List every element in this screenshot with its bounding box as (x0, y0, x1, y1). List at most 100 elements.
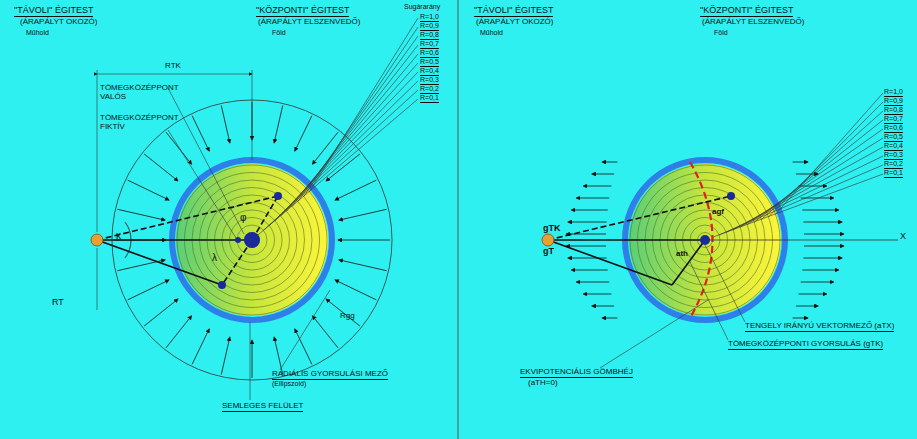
label: Sugárarány (404, 3, 440, 11)
stroke (801, 282, 834, 283)
label: ath (676, 250, 688, 259)
stroke (338, 240, 390, 241)
stroke (252, 340, 253, 378)
stroke (804, 234, 844, 235)
label: Föld (714, 29, 728, 37)
stroke (803, 222, 842, 223)
label: (ÁRAPÁLYT OKOZÓ) (476, 18, 554, 27)
label: "TÁVOLI" ÉGITEST (474, 6, 553, 17)
stroke (166, 316, 192, 348)
stroke (804, 246, 844, 247)
stroke (566, 234, 606, 235)
label: Műhold (480, 29, 503, 37)
label: (aTH=0) (528, 379, 558, 388)
label: X (900, 232, 906, 242)
stroke (263, 90, 418, 230)
stroke (793, 162, 808, 163)
stroke (592, 174, 614, 175)
stroke (312, 316, 338, 348)
stroke (571, 270, 607, 271)
label: R=0,1 (884, 169, 903, 178)
stroke (592, 306, 614, 307)
stroke (754, 120, 883, 222)
stroke (566, 246, 606, 247)
label: R=0,6 (884, 124, 903, 133)
stroke (602, 162, 617, 163)
stroke (576, 282, 609, 283)
stroke (335, 280, 376, 300)
label: R=1,0 (884, 88, 903, 97)
label: EKVIPOTENCIÁLIS GÖMBHÉJ (520, 368, 633, 378)
label: (ÁRAPÁLYT OKOZÓ) (20, 18, 98, 27)
stroke (726, 156, 883, 232)
stroke (221, 337, 230, 374)
label: R=0,6 (420, 49, 439, 58)
label: λ (212, 252, 217, 263)
stroke (128, 180, 169, 200)
stroke (796, 306, 818, 307)
label: φ (240, 212, 246, 223)
label: (Ellipszoid) (272, 380, 306, 388)
stroke (117, 209, 165, 220)
label: R=0,3 (420, 76, 439, 85)
stroke (761, 111, 883, 219)
label: TÖMEGKÖZÉPPONT FIKTÍV (100, 114, 180, 132)
label: R=0,5 (420, 58, 439, 67)
stroke (339, 260, 387, 271)
label: TÖMEGKÖZÉPPONTI GYORSULÁS (gTK) (728, 340, 883, 350)
label: (ÁRAPÁLYT ELSZENVEDŐ) (702, 18, 804, 27)
stroke (144, 299, 178, 326)
label: R=0,4 (884, 142, 903, 151)
label: gTK (543, 224, 561, 234)
stroke (221, 105, 230, 142)
label: Műhold (26, 29, 49, 37)
stroke (326, 299, 360, 326)
label: Föld (272, 29, 286, 37)
stroke (144, 154, 178, 181)
label: R=0,8 (420, 31, 439, 40)
stroke (192, 116, 209, 151)
stroke (166, 132, 192, 164)
label: R=0,2 (884, 160, 903, 169)
stroke (274, 337, 283, 374)
stroke (335, 180, 376, 200)
label: R=0,9 (420, 22, 439, 31)
stroke (583, 186, 611, 187)
label: RT (52, 298, 64, 308)
label: Rgg (340, 312, 355, 321)
label: RADIÁLIS GYORSULÁSI MEZŐ (272, 370, 388, 380)
label: R=0,8 (884, 106, 903, 115)
label: R=0,5 (884, 133, 903, 142)
stroke (793, 318, 808, 319)
stroke (802, 270, 838, 271)
stroke (295, 116, 312, 151)
stroke (192, 329, 209, 364)
label: κ (116, 230, 121, 241)
stroke (576, 198, 609, 199)
ring (245, 233, 260, 248)
label: "TÁVOLI" ÉGITEST (14, 6, 93, 17)
label: R=0,7 (420, 40, 439, 49)
label: "KÖZPONTI" ÉGITEST (256, 6, 349, 17)
stroke (275, 72, 418, 221)
stroke (602, 318, 617, 319)
label: "KÖZPONTI" ÉGITEST (700, 6, 793, 17)
label: R=0,7 (884, 115, 903, 124)
stroke (571, 210, 607, 211)
stroke (719, 165, 883, 235)
label: R=0,9 (884, 97, 903, 106)
stroke (802, 210, 838, 211)
label: (ÁRAPÁLYT ELSZENVEDŐ) (258, 18, 360, 27)
stroke (803, 258, 842, 259)
stroke (295, 329, 312, 364)
label: RTK (165, 62, 181, 71)
label: R=0,2 (420, 85, 439, 94)
stroke (339, 209, 387, 220)
stroke (583, 294, 611, 295)
label: agf (712, 208, 724, 217)
stroke (269, 81, 418, 226)
stroke (733, 147, 883, 230)
stroke (799, 294, 827, 295)
stroke (775, 93, 883, 214)
